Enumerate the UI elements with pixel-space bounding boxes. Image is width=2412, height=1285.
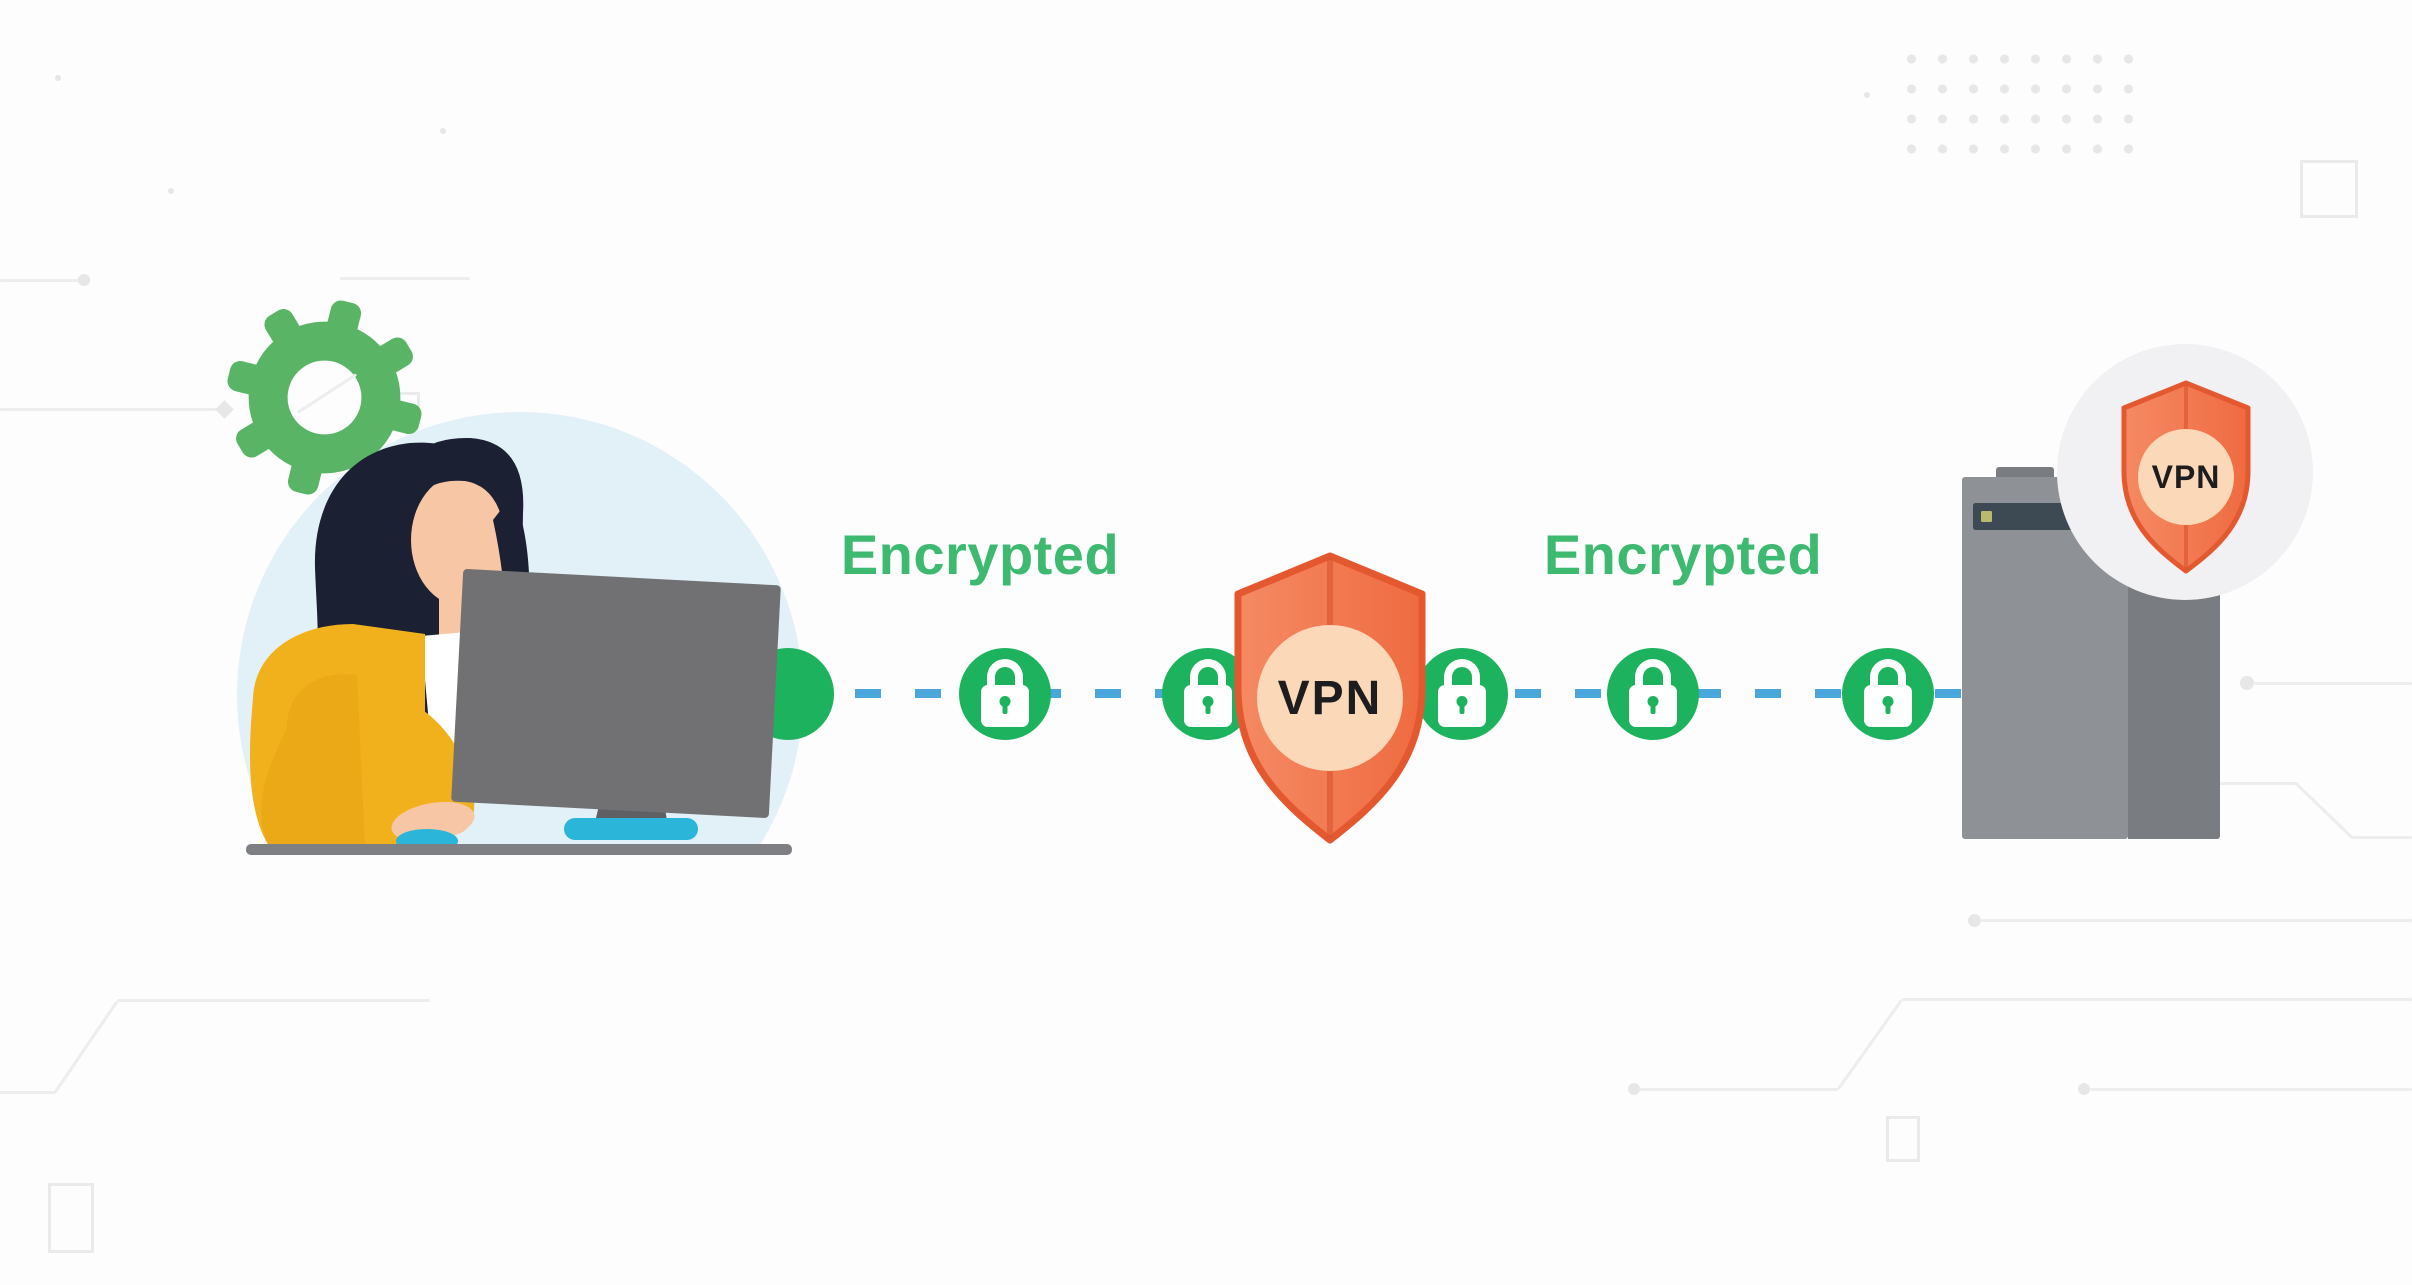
woman-at-computer (249, 437, 530, 853)
circuit-line (53, 1000, 119, 1094)
circuit-line (2220, 782, 2298, 785)
encrypted-label-left: Encrypted (840, 523, 1120, 586)
hair-fringe (395, 437, 524, 598)
background-dot-grid (1896, 44, 2146, 166)
jacket-arm (375, 690, 475, 834)
circuit-line (1640, 1088, 1838, 1091)
background-square (2300, 160, 2358, 218)
vpn-badge-label: VPN (2152, 459, 2221, 495)
padlock-icon (1607, 648, 1699, 740)
padlock-icon (1416, 648, 1508, 740)
background-square (1886, 1116, 1920, 1162)
gear-icon (227, 300, 422, 495)
circuit-line (1902, 998, 2412, 1001)
circuit-line (0, 279, 80, 282)
circuit-line (2294, 782, 2354, 839)
circuit-line (2090, 1088, 2412, 1091)
server-indicator-light (1981, 511, 1992, 522)
desktop-monitor-icon (451, 568, 781, 819)
circuit-line (2350, 836, 2412, 839)
circuit-line (0, 1091, 56, 1094)
background-speck (168, 188, 174, 194)
vpn-badge-shield-icon: VPN (2121, 380, 2251, 574)
padlock-icon (959, 648, 1051, 740)
circuit-node (1968, 914, 1981, 927)
circuit-node (1628, 1083, 1640, 1095)
circuit-line (0, 408, 220, 411)
circuit-node (78, 274, 90, 286)
encrypted-label-right: Encrypted (1543, 523, 1823, 586)
circuit-node (2240, 676, 2254, 690)
padlock-icon (1842, 648, 1934, 740)
circuit-line (117, 999, 430, 1002)
monitor-base (564, 818, 698, 840)
circuit-line (1836, 998, 1903, 1091)
circuit-line (340, 277, 470, 280)
background-mask (228, 854, 814, 994)
circuit-node (2078, 1083, 2090, 1095)
background-speck (1864, 92, 1870, 98)
background-speck (440, 128, 446, 134)
jacket-shade (261, 674, 365, 846)
vpn-shield-icon: VPN (1234, 552, 1426, 844)
background-speck (55, 75, 61, 81)
circuit-line (1981, 919, 2412, 922)
circuit-line (2254, 682, 2412, 685)
background-square (48, 1183, 94, 1253)
desk (246, 844, 792, 855)
vpn-shield-label: VPN (1278, 672, 1383, 725)
